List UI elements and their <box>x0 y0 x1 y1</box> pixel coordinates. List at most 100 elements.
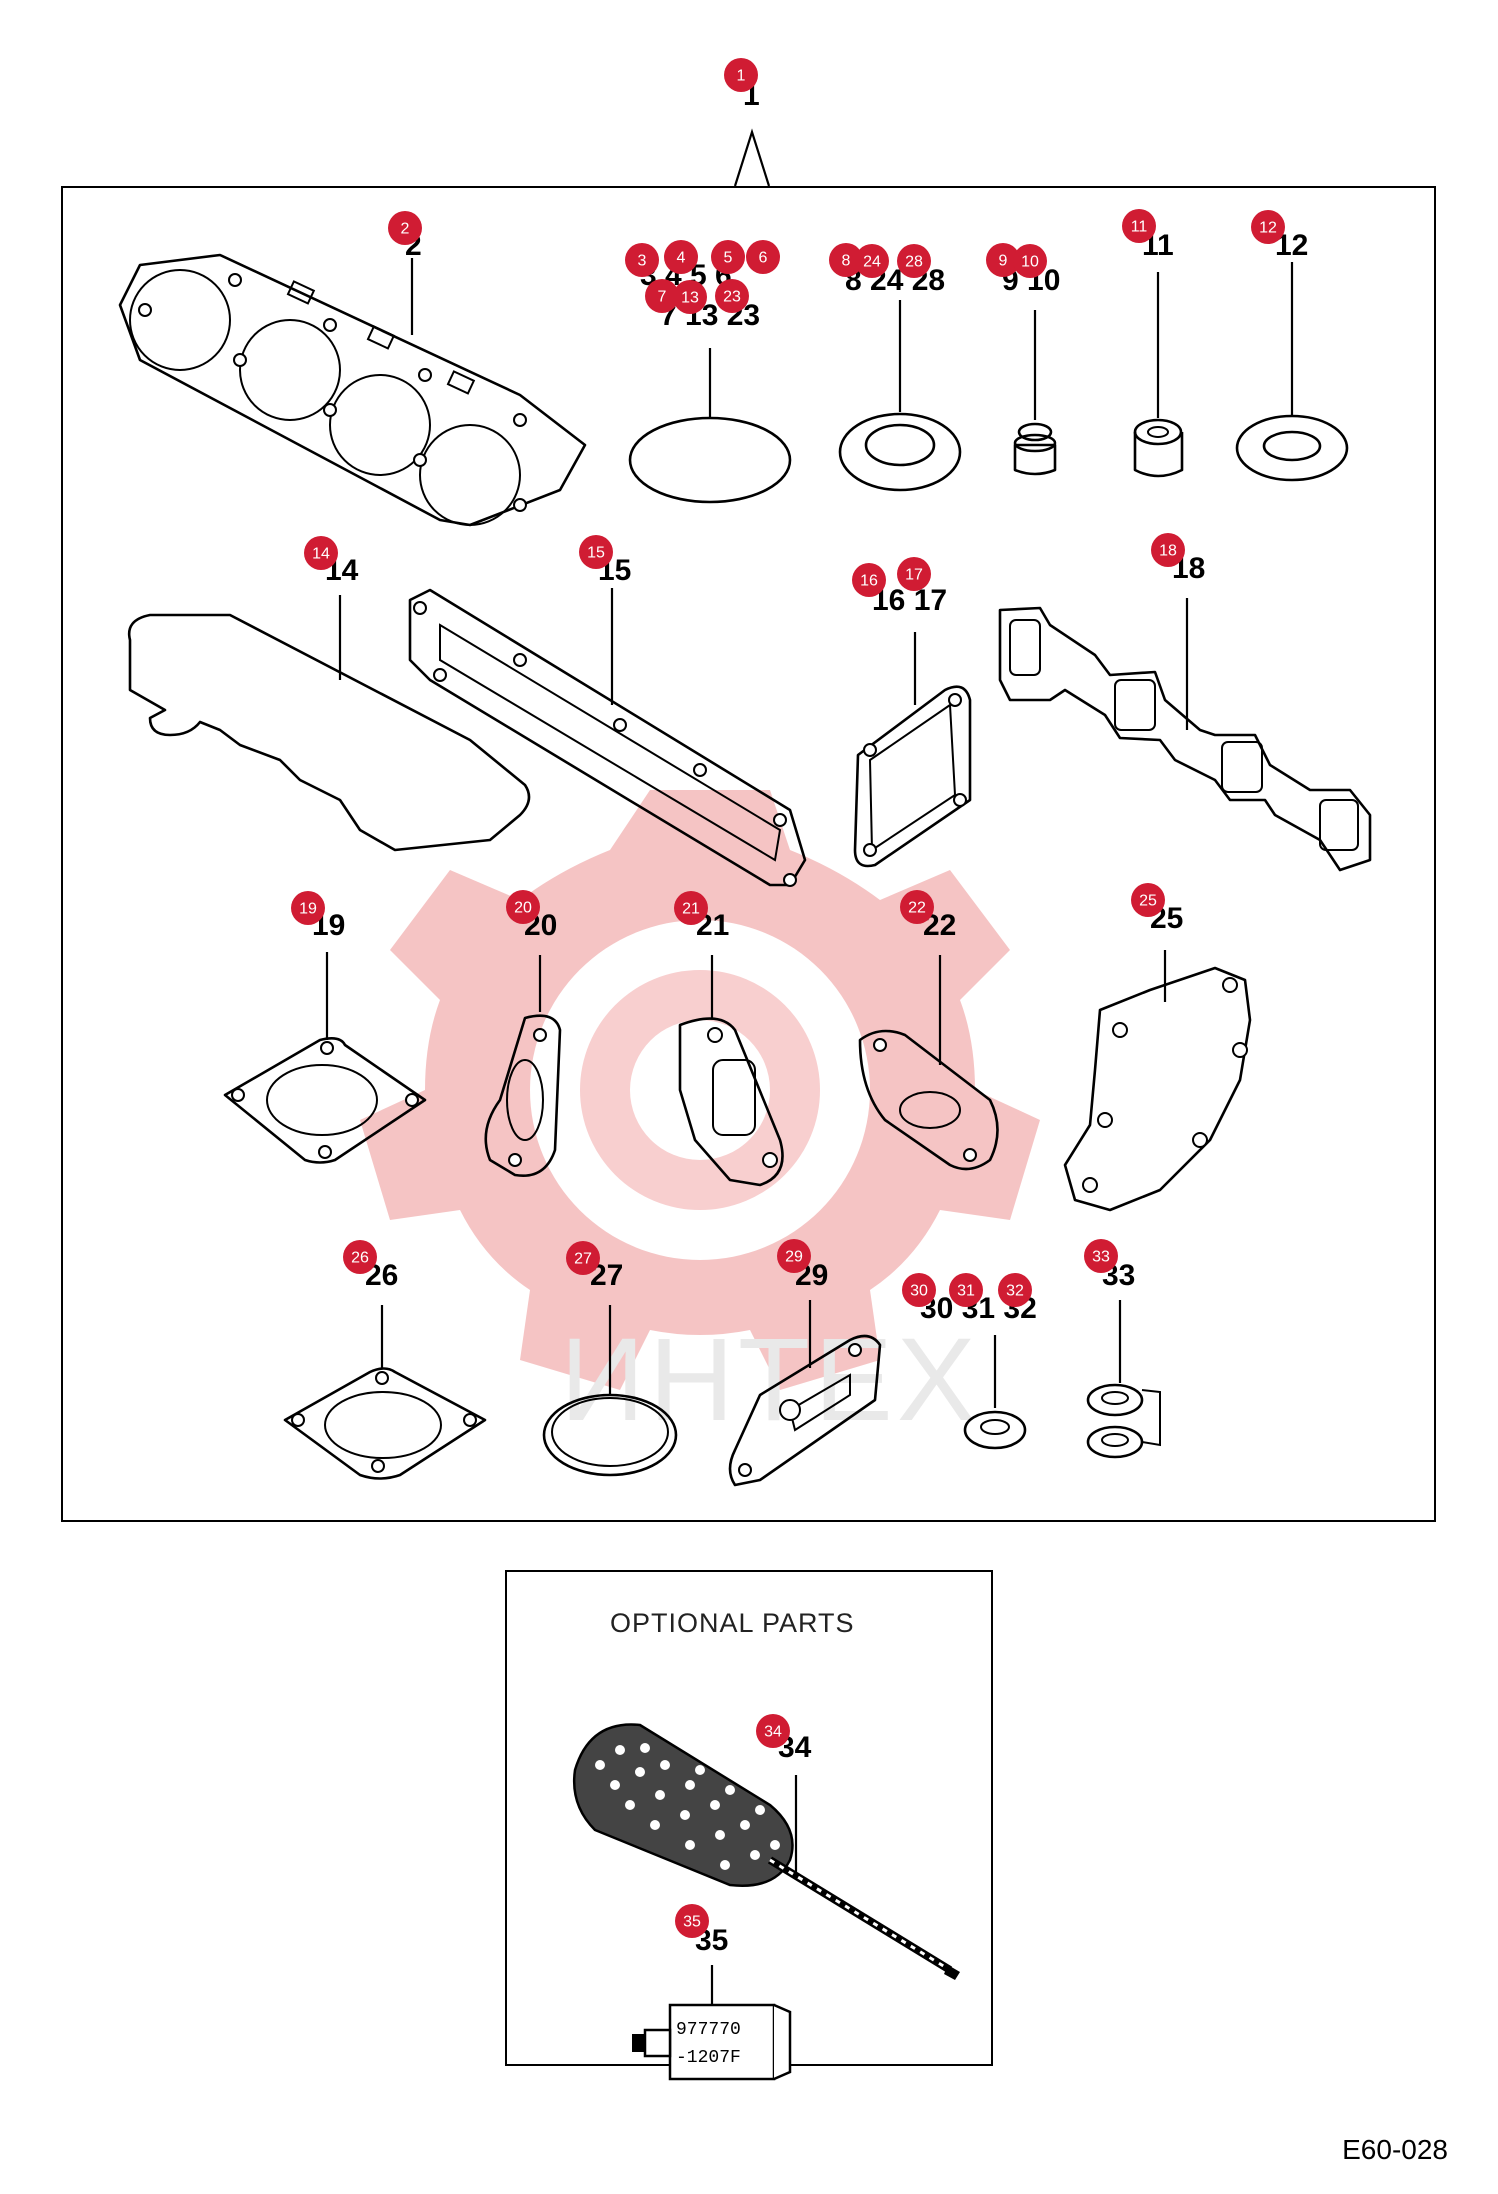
callout-marker-circle[interactable] <box>1151 533 1185 567</box>
callout-marker-circle[interactable] <box>566 1241 600 1275</box>
callout-marker-16[interactable]: 16 <box>852 563 886 597</box>
callout-marker-9[interactable]: 9 <box>986 243 1020 277</box>
callout-marker-label: 33 <box>1092 1249 1110 1266</box>
diagram-code: E60-028 <box>1342 2134 1448 2165</box>
callout-marker-label: 29 <box>785 1249 803 1266</box>
optional-parts-title: OPTIONAL PARTS <box>610 1608 855 1638</box>
callout-marker-27[interactable]: 27 <box>566 1241 600 1275</box>
callout-marker-2[interactable]: 2 <box>388 211 422 245</box>
small-washer-30-32 <box>963 1410 1027 1450</box>
flange-gasket-20 <box>484 1014 562 1178</box>
callout-marker-circle[interactable] <box>506 890 540 924</box>
tube-label-line1: 977770 <box>676 2020 741 2040</box>
callout-marker-circle[interactable] <box>756 1714 790 1748</box>
callout-marker-20[interactable]: 20 <box>506 890 540 924</box>
callout-marker-29[interactable]: 29 <box>777 1239 811 1273</box>
callout-marker-10[interactable]: 10 <box>1013 244 1047 278</box>
callout-marker-28[interactable]: 28 <box>897 244 931 278</box>
callout-marker-30[interactable]: 30 <box>902 1273 936 1307</box>
main-parts-frame <box>61 186 1436 1522</box>
callout-marker-circle[interactable] <box>343 1240 377 1274</box>
callout-marker-circle[interactable] <box>645 279 679 313</box>
callout-marker-26[interactable]: 26 <box>343 1240 377 1274</box>
callout-marker-15[interactable]: 15 <box>579 535 613 569</box>
callout-marker-label: 30 <box>910 1283 928 1300</box>
callout-marker-label: 10 <box>1021 254 1039 271</box>
callout-marker-circle[interactable] <box>715 279 749 313</box>
callout-marker-label: 19 <box>299 901 317 918</box>
callout-marker-4[interactable]: 4 <box>664 240 698 274</box>
callout-marker-5[interactable]: 5 <box>711 240 745 274</box>
bushing <box>1133 418 1184 478</box>
callout-marker-circle[interactable] <box>829 243 863 277</box>
callout-marker-circle[interactable] <box>852 563 886 597</box>
sealant-tube: 977770 -1207F <box>632 2003 792 2081</box>
callout-marker-circle[interactable] <box>579 535 613 569</box>
callout-marker-label: 34 <box>764 1724 782 1741</box>
callout-marker-circle[interactable] <box>855 244 889 278</box>
callout-marker-circle[interactable] <box>777 1239 811 1273</box>
callout-marker-circle[interactable] <box>304 536 338 570</box>
callout-marker-circle[interactable] <box>1251 210 1285 244</box>
callout-marker-circle[interactable] <box>674 891 708 925</box>
callout-marker-circle[interactable] <box>1084 1239 1118 1273</box>
callout-marker-35[interactable]: 35 <box>675 1904 709 1938</box>
cylinder-hone-brush <box>573 1723 960 1980</box>
callout-marker-circle[interactable] <box>388 211 422 245</box>
callout-marker-label: 25 <box>1139 893 1157 910</box>
callout-marker-32[interactable]: 32 <box>998 1273 1032 1307</box>
tube-label-line2: -1207F <box>676 2048 741 2068</box>
callout-marker-31[interactable]: 31 <box>949 1273 983 1307</box>
callout-marker-13[interactable]: 13 <box>673 280 707 314</box>
callout-marker-circle[interactable] <box>711 240 745 274</box>
callout-marker-3[interactable]: 3 <box>625 243 659 277</box>
callout-marker-circle[interactable] <box>1122 209 1156 243</box>
callout-marker-label: 17 <box>905 567 923 584</box>
callout-marker-label: 4 <box>677 250 686 267</box>
callout-marker-circle[interactable] <box>675 1904 709 1938</box>
callout-marker-circle[interactable] <box>625 243 659 277</box>
callout-marker-circle[interactable] <box>900 890 934 924</box>
callout-marker-circle[interactable] <box>949 1273 983 1307</box>
callout-marker-circle[interactable] <box>998 1273 1032 1307</box>
callout-marker-1[interactable]: 1 <box>724 58 758 92</box>
callout-marker-24[interactable]: 24 <box>855 244 889 278</box>
callout-marker-23[interactable]: 23 <box>715 279 749 313</box>
leader-1 <box>733 128 771 187</box>
callout-marker-circle[interactable] <box>986 243 1020 277</box>
callout-marker-33[interactable]: 33 <box>1084 1239 1118 1273</box>
callout-marker-circle[interactable] <box>902 1273 936 1307</box>
seal-pair-33 <box>1086 1383 1161 1459</box>
callout-marker-11[interactable]: 11 <box>1122 209 1156 243</box>
callout-marker-17[interactable]: 17 <box>897 557 931 591</box>
callout-marker-21[interactable]: 21 <box>674 891 708 925</box>
callout-marker-19[interactable]: 19 <box>291 891 325 925</box>
callout-marker-label: 31 <box>957 1283 975 1300</box>
callout-marker-6[interactable]: 6 <box>746 240 780 274</box>
callout-marker-circle[interactable] <box>1131 883 1165 917</box>
callout-marker-label: 8 <box>842 253 851 270</box>
callout-marker-label: 32 <box>1006 1283 1024 1300</box>
callout-marker-label: 14 <box>312 546 330 563</box>
callout-marker-25[interactable]: 25 <box>1131 883 1165 917</box>
callout-marker-circle[interactable] <box>664 240 698 274</box>
callout-marker-circle[interactable] <box>897 557 931 591</box>
thermostat-gasket-29 <box>728 1334 882 1487</box>
watermark-logo <box>360 790 1040 1390</box>
callout-marker-18[interactable]: 18 <box>1151 533 1185 567</box>
callout-marker-circle[interactable] <box>897 244 931 278</box>
callout-marker-label: 6 <box>759 250 768 267</box>
callout-marker-circle[interactable] <box>746 240 780 274</box>
callout-marker-34[interactable]: 34 <box>756 1714 790 1748</box>
callout-marker-7[interactable]: 7 <box>645 279 679 313</box>
callout-marker-14[interactable]: 14 <box>304 536 338 570</box>
callout-marker-circle[interactable] <box>673 280 707 314</box>
flange-gasket-22 <box>858 1029 999 1171</box>
callout-marker-circle[interactable] <box>724 58 758 92</box>
callout-marker-circle[interactable] <box>291 891 325 925</box>
callout-marker-circle[interactable] <box>1013 244 1047 278</box>
callout-marker-8[interactable]: 8 <box>829 243 863 277</box>
callout-marker-12[interactable]: 12 <box>1251 210 1285 244</box>
callout-marker-22[interactable]: 22 <box>900 890 934 924</box>
callout-marker-label: 20 <box>514 900 532 917</box>
